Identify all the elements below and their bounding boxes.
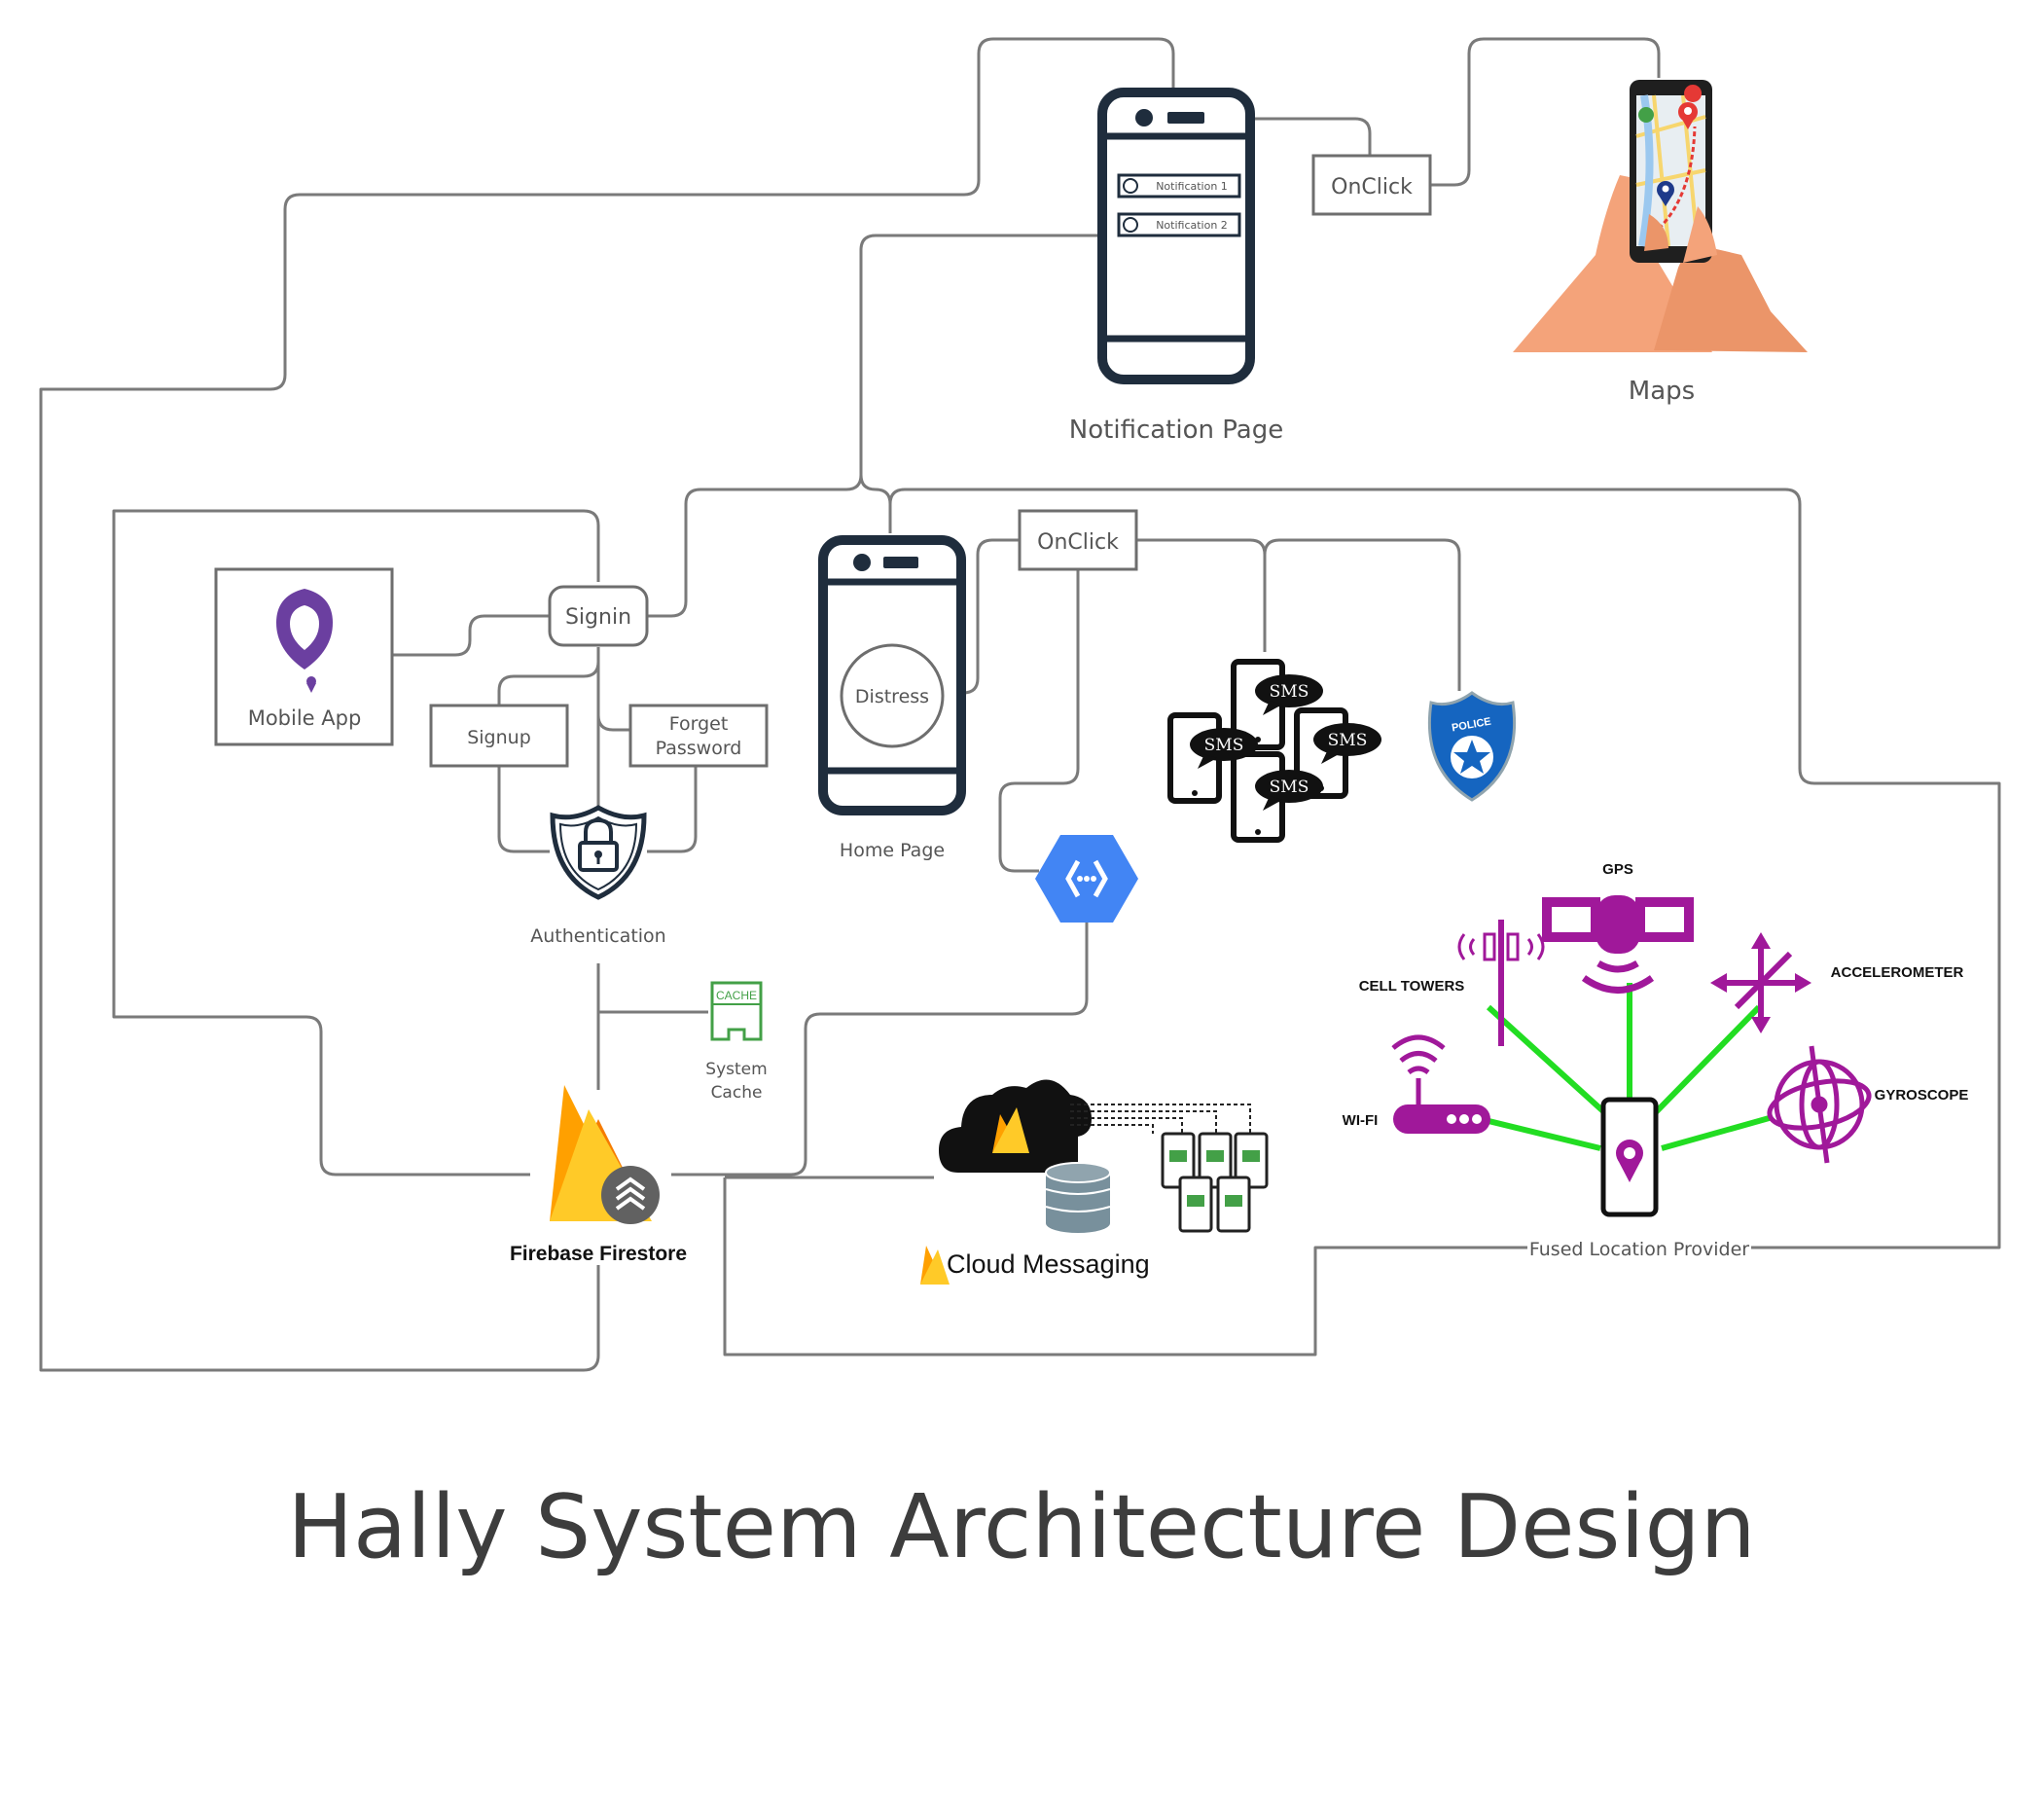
connector-outer-left: [39, 37, 1175, 1372]
firebase-firestore-label: Firebase Firestore: [510, 1243, 687, 1265]
database-icon: [1045, 1162, 1111, 1233]
sms-phones-icon: SMS SMS SMS SMS: [1167, 659, 1381, 843]
sms-label-2: SMS: [1204, 736, 1244, 755]
onclick-notification-label: OnClick: [1331, 175, 1413, 199]
signin-node[interactable]: Signin: [548, 585, 649, 647]
accelerometer-label: ACCELEROMETER: [1831, 964, 1964, 981]
fused-location-label-group: Fused Location Provider: [1527, 1234, 1751, 1261]
cloud-messaging-icon: [920, 1079, 1269, 1285]
connector-notification-signin: [647, 234, 1097, 618]
fused-location-provider-label: Fused Location Provider: [1529, 1239, 1749, 1260]
gps-label: GPS: [1602, 861, 1633, 878]
connector-onclick-maps: [1430, 37, 1661, 187]
connector-forget-signin: [596, 714, 630, 732]
sms-label-1: SMS: [1270, 682, 1309, 702]
connector-inner-left: [112, 509, 600, 1176]
signup-label: Signup: [467, 727, 531, 748]
system-cache-label-line2: Cache: [711, 1083, 763, 1103]
cell-tower-icon: [1457, 920, 1545, 1046]
connector-firestore-fused: [723, 1177, 1527, 1357]
forget-password-label-line2: Password: [656, 738, 742, 759]
gps-satellite-icon: [1542, 895, 1694, 994]
authentication-label: Authentication: [530, 925, 665, 947]
cell-towers-label: CELL TOWERS: [1359, 978, 1465, 995]
forget-password-label-line1: Forget: [669, 713, 729, 735]
system-cache-icon: CACHE: [710, 981, 763, 1041]
police-badge-icon: POLICE: [1427, 691, 1517, 802]
maps-label: Maps: [1629, 377, 1695, 406]
connector-lines: [39, 37, 2001, 1372]
home-page-label: Home Page: [840, 840, 945, 861]
connector-signup-auth: [497, 766, 550, 853]
onclick-notification-box: OnClick: [1311, 154, 1432, 216]
hally-shield-logo-icon: [276, 589, 333, 693]
notification-item-2[interactable]: Notification 2: [1117, 212, 1241, 237]
distress-button[interactable]: Distress: [840, 643, 945, 748]
connector-distress-onclick: [946, 538, 1020, 695]
authentication-lock-icon: [550, 805, 647, 900]
notification-item-1-label: Notification 1: [1156, 180, 1228, 193]
firebase-firestore-icon: [550, 1085, 660, 1224]
gyroscope-label: GYROSCOPE: [1875, 1087, 1969, 1104]
distress-label: Distress: [855, 686, 929, 707]
sms-label-4: SMS: [1270, 778, 1309, 797]
notification-page-label: Notification Page: [1069, 416, 1283, 445]
connector-onclick-functions: [998, 569, 1080, 873]
maps-hands-icon: [1513, 80, 1808, 352]
cloud-functions-icon: [1035, 835, 1138, 923]
accelerometer-icon: [1710, 932, 1811, 1033]
connector-forget-auth: [647, 766, 698, 853]
cloud-messaging-label: Cloud Messaging: [947, 1249, 1150, 1279]
connector-functions-firestore: [671, 920, 1089, 1176]
system-cache-label-line1: System: [705, 1060, 767, 1079]
firebase-small-icon: [920, 1246, 950, 1285]
device-grid-icon: [1161, 1132, 1269, 1233]
forget-password-box[interactable]: Forget Password: [628, 704, 769, 768]
onclick-home-box: OnClick: [1018, 509, 1138, 571]
connector-onclick-police: [1263, 538, 1461, 691]
sms-label-3: SMS: [1328, 731, 1368, 750]
connector-notification-home: [859, 474, 892, 533]
connector-mobileapp-signin: [392, 614, 550, 657]
diagram-title: Hally System Architecture Design: [287, 1476, 1755, 1578]
notification-item-1[interactable]: Notification 1: [1117, 173, 1241, 199]
notification-page-phone-icon: Notification 1 Notification 2: [1097, 88, 1255, 384]
cache-icon-label: CACHE: [716, 989, 757, 1002]
connector-home-fused: [888, 488, 2001, 1249]
notification-item-2-label: Notification 2: [1156, 219, 1228, 232]
gyroscope-icon: [1767, 1045, 1872, 1164]
wifi-router-icon: [1391, 1034, 1490, 1134]
connector-signup-signin: [497, 661, 600, 706]
fused-location-phone-icon: [1600, 1097, 1659, 1217]
mobile-app-box: Mobile App: [214, 567, 394, 746]
signup-box[interactable]: Signup: [429, 704, 569, 768]
mobile-app-label: Mobile App: [248, 706, 362, 730]
connector-onclick-sms: [1136, 538, 1267, 652]
wifi-label: WI-FI: [1343, 1112, 1379, 1129]
signin-label: Signin: [565, 605, 631, 630]
onclick-home-label: OnClick: [1037, 530, 1119, 555]
